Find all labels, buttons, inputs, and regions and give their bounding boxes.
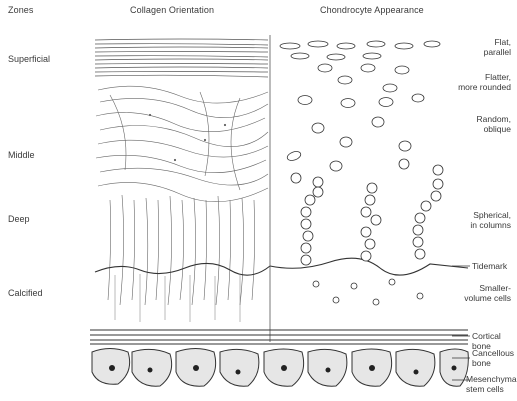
zone-middle: Middle: [8, 150, 35, 160]
label-flat-parallel: Flat,parallel: [484, 37, 511, 57]
middle-collagen-fibers: [96, 86, 268, 202]
tidemark-line: [95, 258, 468, 275]
label-tidemark: Tidemark: [472, 261, 507, 271]
zone-deep: Deep: [8, 214, 30, 224]
calcified-fibers: [115, 274, 240, 322]
header-zones: Zones: [8, 5, 34, 15]
chondrocytes: [280, 41, 443, 305]
superficial-collagen-fibers: [95, 39, 268, 77]
header-collagen-orientation: Collagen Orientation: [130, 5, 214, 15]
label-flatter-rounded: Flatter,more rounded: [458, 72, 511, 92]
zone-superficial: Superficial: [8, 54, 50, 64]
zone-calcified: Calcified: [8, 288, 43, 298]
label-random-oblique: Random,oblique: [477, 114, 512, 134]
header-chondrocyte-appearance: Chondrocyte Appearance: [320, 5, 424, 15]
label-spherical-columns: Spherical,in columns: [470, 210, 511, 230]
deep-collagen-fibers: [108, 195, 255, 305]
label-smaller-volume-cells: Smaller-volume cells: [464, 283, 511, 303]
cancellous-bone: [92, 349, 468, 387]
cortical-bone-lines: [90, 330, 468, 344]
